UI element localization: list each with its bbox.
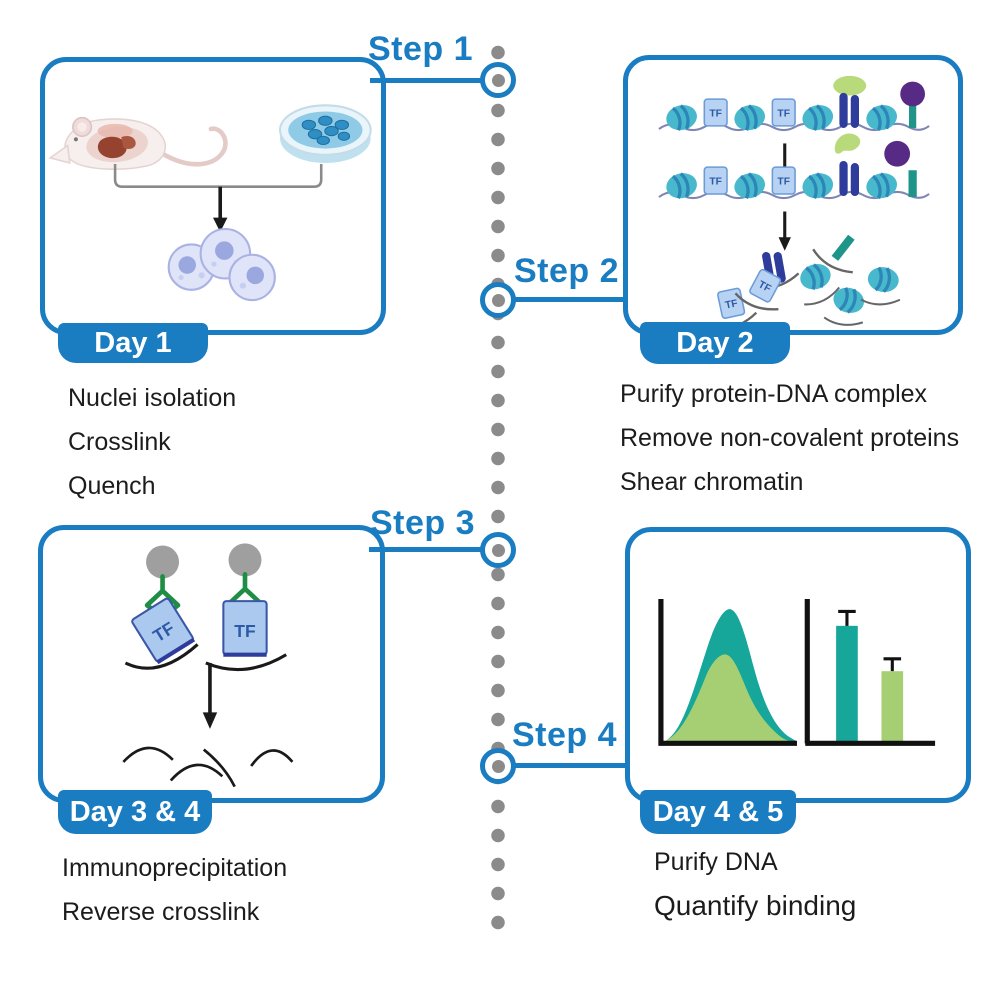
- step1-illustration: [48, 104, 372, 302]
- step1-connector-line: [370, 78, 484, 83]
- bead-icon: [228, 543, 262, 577]
- green-protein-icon: [833, 75, 867, 96]
- step1-day-badge: Day 1: [58, 323, 208, 363]
- teal-bar: [836, 625, 858, 744]
- timeline-node-step4: [480, 748, 516, 784]
- task-item: Quantify binding: [654, 890, 857, 921]
- green-bar: [881, 671, 904, 744]
- svg-text:TF: TF: [234, 621, 256, 641]
- tf-protein-icon: TF: [771, 166, 796, 195]
- dna-fragments: [122, 746, 294, 788]
- bar-chart-icon: [804, 599, 936, 746]
- step3-connector-line: [369, 547, 484, 552]
- timeline-node-step3: [480, 532, 516, 568]
- petri-dish-icon: [278, 104, 372, 164]
- nucleosome-icon: [661, 100, 702, 136]
- task-item: Remove non-covalent proteins: [620, 424, 960, 452]
- svg-text:TF: TF: [756, 279, 772, 295]
- timeline-dot: [491, 543, 505, 557]
- step2-task-list: Purify protein-DNA complex Remove non-co…: [620, 379, 959, 511]
- step3-task-list: Immunoprecipitation Reverse crosslink: [62, 853, 287, 941]
- tf-protein-icon: TF: [703, 98, 728, 127]
- tf-protein-icon: TF: [131, 597, 196, 665]
- step2-label: Step 2: [514, 252, 620, 290]
- join-bracket: [113, 164, 323, 189]
- tf-protein-icon: TF: [771, 98, 796, 127]
- cells-icon: [167, 227, 276, 302]
- navy-protein-pair-icon: [839, 160, 859, 197]
- peak-chart-icon: [658, 599, 797, 746]
- step2-illustration: TF TF: [658, 75, 930, 330]
- tf-protein-icon: TF: [222, 600, 268, 657]
- timeline-dot: [491, 73, 505, 87]
- svg-text:TF: TF: [709, 109, 722, 120]
- task-item: Shear chromatin: [620, 468, 804, 496]
- svg-text:TF: TF: [777, 109, 790, 120]
- timeline-dot: [491, 759, 505, 773]
- down-arrow: [202, 662, 218, 729]
- chromatin-row-purified: TF TF: [658, 160, 930, 204]
- task-item: Crosslink: [68, 428, 171, 456]
- step1-task-list: Nuclei isolation Crosslink Quench: [68, 383, 236, 515]
- timeline-node-step1: [480, 62, 516, 98]
- task-item: Purify protein-DNA complex: [620, 380, 928, 408]
- step3-panel: TF TF: [38, 525, 385, 803]
- sheared-fragments: TF TF: [710, 234, 902, 330]
- step4-day-badge: Day 4 & 5: [640, 790, 796, 834]
- error-bar: [883, 657, 902, 672]
- navy-protein-pair-icon: [833, 75, 867, 128]
- step1-label: Step 1: [368, 30, 474, 68]
- step4-connector-line: [512, 763, 630, 768]
- antibody-tf-complex: TF: [205, 543, 288, 672]
- svg-text:TF: TF: [724, 298, 739, 311]
- step2-panel: TF TF: [623, 55, 963, 335]
- removed-purple-protein-icon: [884, 140, 911, 167]
- step3-illustration: TF TF: [122, 543, 294, 788]
- timeline-dotted-line: [491, 38, 505, 942]
- nucleosome-icon: [730, 100, 770, 136]
- fragment-teal-protein: [810, 234, 855, 281]
- step4-illustration: [658, 599, 936, 746]
- dna-fragment: [205, 653, 288, 672]
- timeline-node-step2: [480, 282, 516, 318]
- bead-icon: [146, 545, 180, 579]
- step3-label: Step 3: [370, 504, 476, 542]
- nucleosome-icon: [798, 168, 838, 204]
- nucleosome-icon: [798, 100, 838, 136]
- timeline-dot: [491, 293, 505, 307]
- nucleosome-icon: [730, 168, 770, 204]
- teal-protein-icon: [908, 170, 917, 198]
- step2-day-badge: Day 2: [640, 322, 790, 364]
- purple-protein-on-stalk-icon: [900, 81, 925, 128]
- nucleosome-icon: [661, 168, 702, 204]
- step4-task-list: Purify DNA Quantify binding: [654, 847, 856, 935]
- removed-green-protein-icon: [834, 133, 861, 154]
- step2-connector-line: [512, 297, 628, 302]
- task-item: Nuclei isolation: [68, 384, 237, 412]
- antibody-tf-complex: TF: [124, 545, 199, 670]
- step3-day-badge: Day 3 & 4: [58, 790, 212, 834]
- dna-fragment: [124, 643, 199, 670]
- task-item: Reverse crosslink: [62, 898, 260, 926]
- error-bar: [838, 609, 856, 626]
- mouse-icon: [48, 116, 228, 171]
- svg-text:TF: TF: [777, 177, 790, 188]
- fragment-nucleosome: [859, 263, 902, 309]
- fragment-nucleosome: [822, 282, 869, 330]
- svg-text:TF: TF: [709, 177, 722, 188]
- step4-label: Step 4: [512, 716, 618, 754]
- task-item: Purify DNA: [654, 848, 778, 876]
- task-item: Immunoprecipitation: [62, 854, 288, 882]
- chromatin-row-intact: TF TF: [658, 75, 930, 136]
- task-item: Quench: [68, 472, 156, 500]
- down-arrow: [213, 186, 228, 233]
- step1-panel: [40, 57, 386, 335]
- fragment-tf: TF: [732, 268, 782, 319]
- down-arrow: [778, 211, 791, 251]
- step4-panel: [625, 527, 971, 803]
- cell: [228, 253, 276, 302]
- tf-protein-icon: TF: [703, 166, 728, 195]
